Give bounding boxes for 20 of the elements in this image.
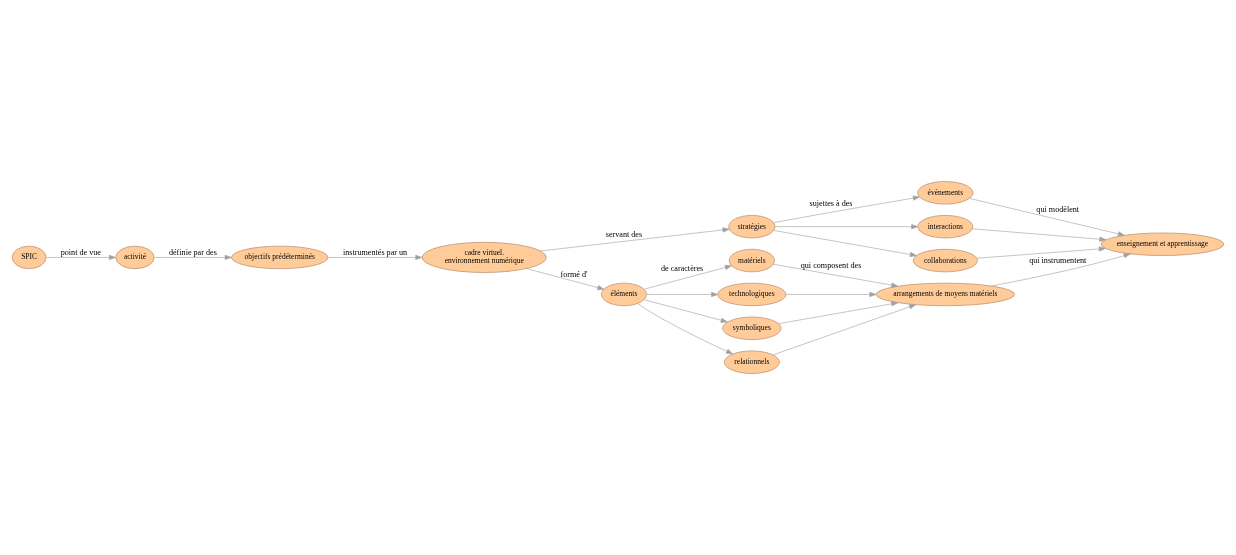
arrow bbox=[643, 299, 728, 323]
arrow bbox=[637, 303, 734, 355]
arrow bbox=[45, 254, 116, 260]
arrow bbox=[773, 230, 917, 257]
arrow bbox=[154, 254, 232, 260]
arrow bbox=[773, 195, 920, 223]
arrow bbox=[540, 227, 730, 252]
arrow bbox=[526, 268, 605, 291]
arrow bbox=[646, 291, 719, 297]
arrow bbox=[773, 263, 899, 288]
arrow bbox=[778, 301, 899, 324]
arrow bbox=[643, 265, 732, 290]
arrow bbox=[976, 246, 1106, 259]
arrow bbox=[969, 198, 1125, 237]
arrow bbox=[772, 304, 917, 356]
arrow bbox=[327, 254, 423, 260]
arrow bbox=[774, 224, 919, 230]
arrow bbox=[972, 228, 1107, 242]
arrow bbox=[991, 253, 1131, 287]
arrow bbox=[785, 291, 877, 297]
